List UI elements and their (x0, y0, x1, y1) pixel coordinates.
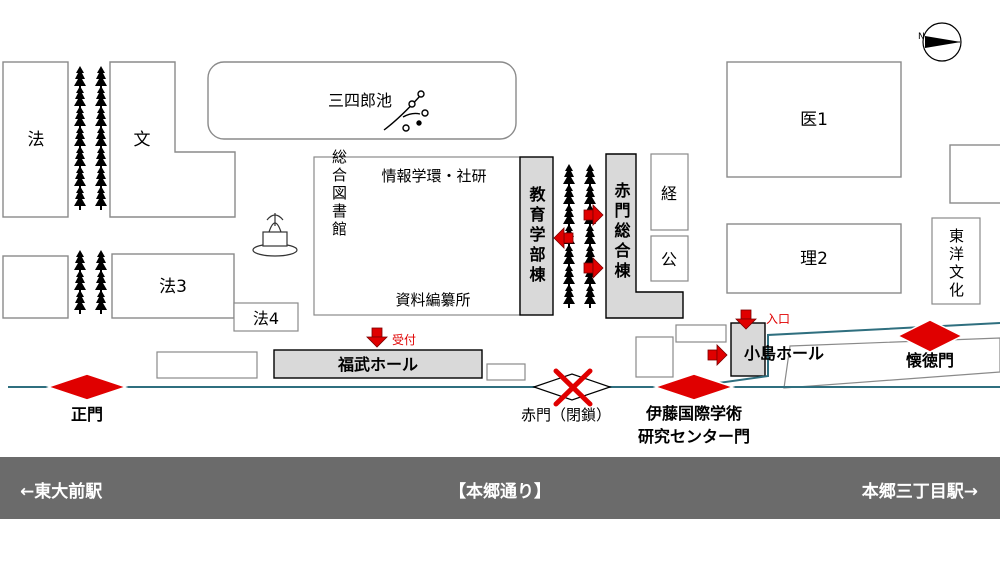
label-sogo-toshokan: 総合図書館 (330, 149, 348, 239)
label-ri2: 理2 (800, 249, 828, 269)
street-bar: ←東大前駅 【本郷通り】 本郷三丁目駅→ (0, 457, 1000, 519)
building-toyo-bunka (931, 217, 981, 305)
label-ito-2: 研究センター門 (638, 427, 750, 446)
label-kei: 経 (661, 184, 677, 203)
gate-seimon (45, 373, 129, 401)
gate-ito (652, 373, 736, 401)
label-akamon-sogo: 赤門総合棟 (612, 181, 631, 282)
gate-kaitoku (896, 319, 964, 353)
label-kojima: 小島ホール (744, 344, 824, 363)
building-library (313, 156, 521, 316)
sanshiro-pond (207, 61, 517, 140)
label-ho: 法 (28, 130, 45, 150)
label-seimon: 正門 (71, 405, 103, 424)
building-kei (650, 153, 689, 231)
building-ri2 (726, 223, 902, 294)
fountain-icon (252, 213, 298, 257)
closed-cross-icon (553, 368, 593, 407)
label-ho4: 法4 (253, 309, 279, 328)
building-ho (2, 61, 69, 218)
label-bun: 文 (134, 130, 151, 150)
building-left-mid (2, 255, 69, 319)
building-small-b (486, 363, 526, 381)
svg-text:N: N (918, 32, 925, 42)
label-entrance: 入口 (766, 312, 790, 326)
building-small-a (156, 351, 258, 379)
compass-icon: N (918, 22, 962, 62)
building-ho3 (111, 253, 235, 319)
building-kyoiku (519, 156, 554, 316)
label-ko: 公 (661, 250, 677, 269)
street-right-label: 本郷三丁目駅→ (861, 482, 978, 502)
building-akamon-sogo (605, 153, 684, 319)
label-sanshiro-pond: 三四郎池 (328, 91, 392, 110)
label-ho3: 法3 (159, 277, 187, 297)
campus-road-east (689, 322, 1000, 388)
plum-branch-icon (383, 90, 429, 132)
label-i1: 医1 (800, 110, 828, 130)
building-fukutake (273, 349, 483, 379)
label-reception: 受付 (392, 333, 416, 347)
building-ko (650, 235, 689, 282)
label-kaitoku: 懐徳門 (906, 351, 954, 370)
building-bun (109, 61, 236, 218)
building-small-d (675, 324, 727, 343)
building-i1 (726, 61, 902, 178)
building-right-top (949, 144, 1000, 204)
building-ho4 (233, 302, 299, 332)
label-fukutake: 福武ホール (337, 355, 418, 374)
label-joho-gakkan: 情報学環・社研 (381, 167, 486, 185)
building-small-c (635, 336, 674, 378)
label-toyo-bunka: 東洋文化 (947, 228, 965, 300)
label-ito-1: 伊藤国際学術 (645, 404, 742, 423)
street-left-label: ←東大前駅 (20, 482, 103, 502)
building-kojima (730, 322, 766, 377)
street-name: 【本郷通り】 (449, 482, 551, 502)
label-akamon-closed: 赤門（閉鎖） (521, 406, 611, 424)
label-kyoiku: 教育学部棟 (527, 185, 546, 286)
label-shiryo-hensanjo: 資料編纂所 (395, 291, 470, 309)
